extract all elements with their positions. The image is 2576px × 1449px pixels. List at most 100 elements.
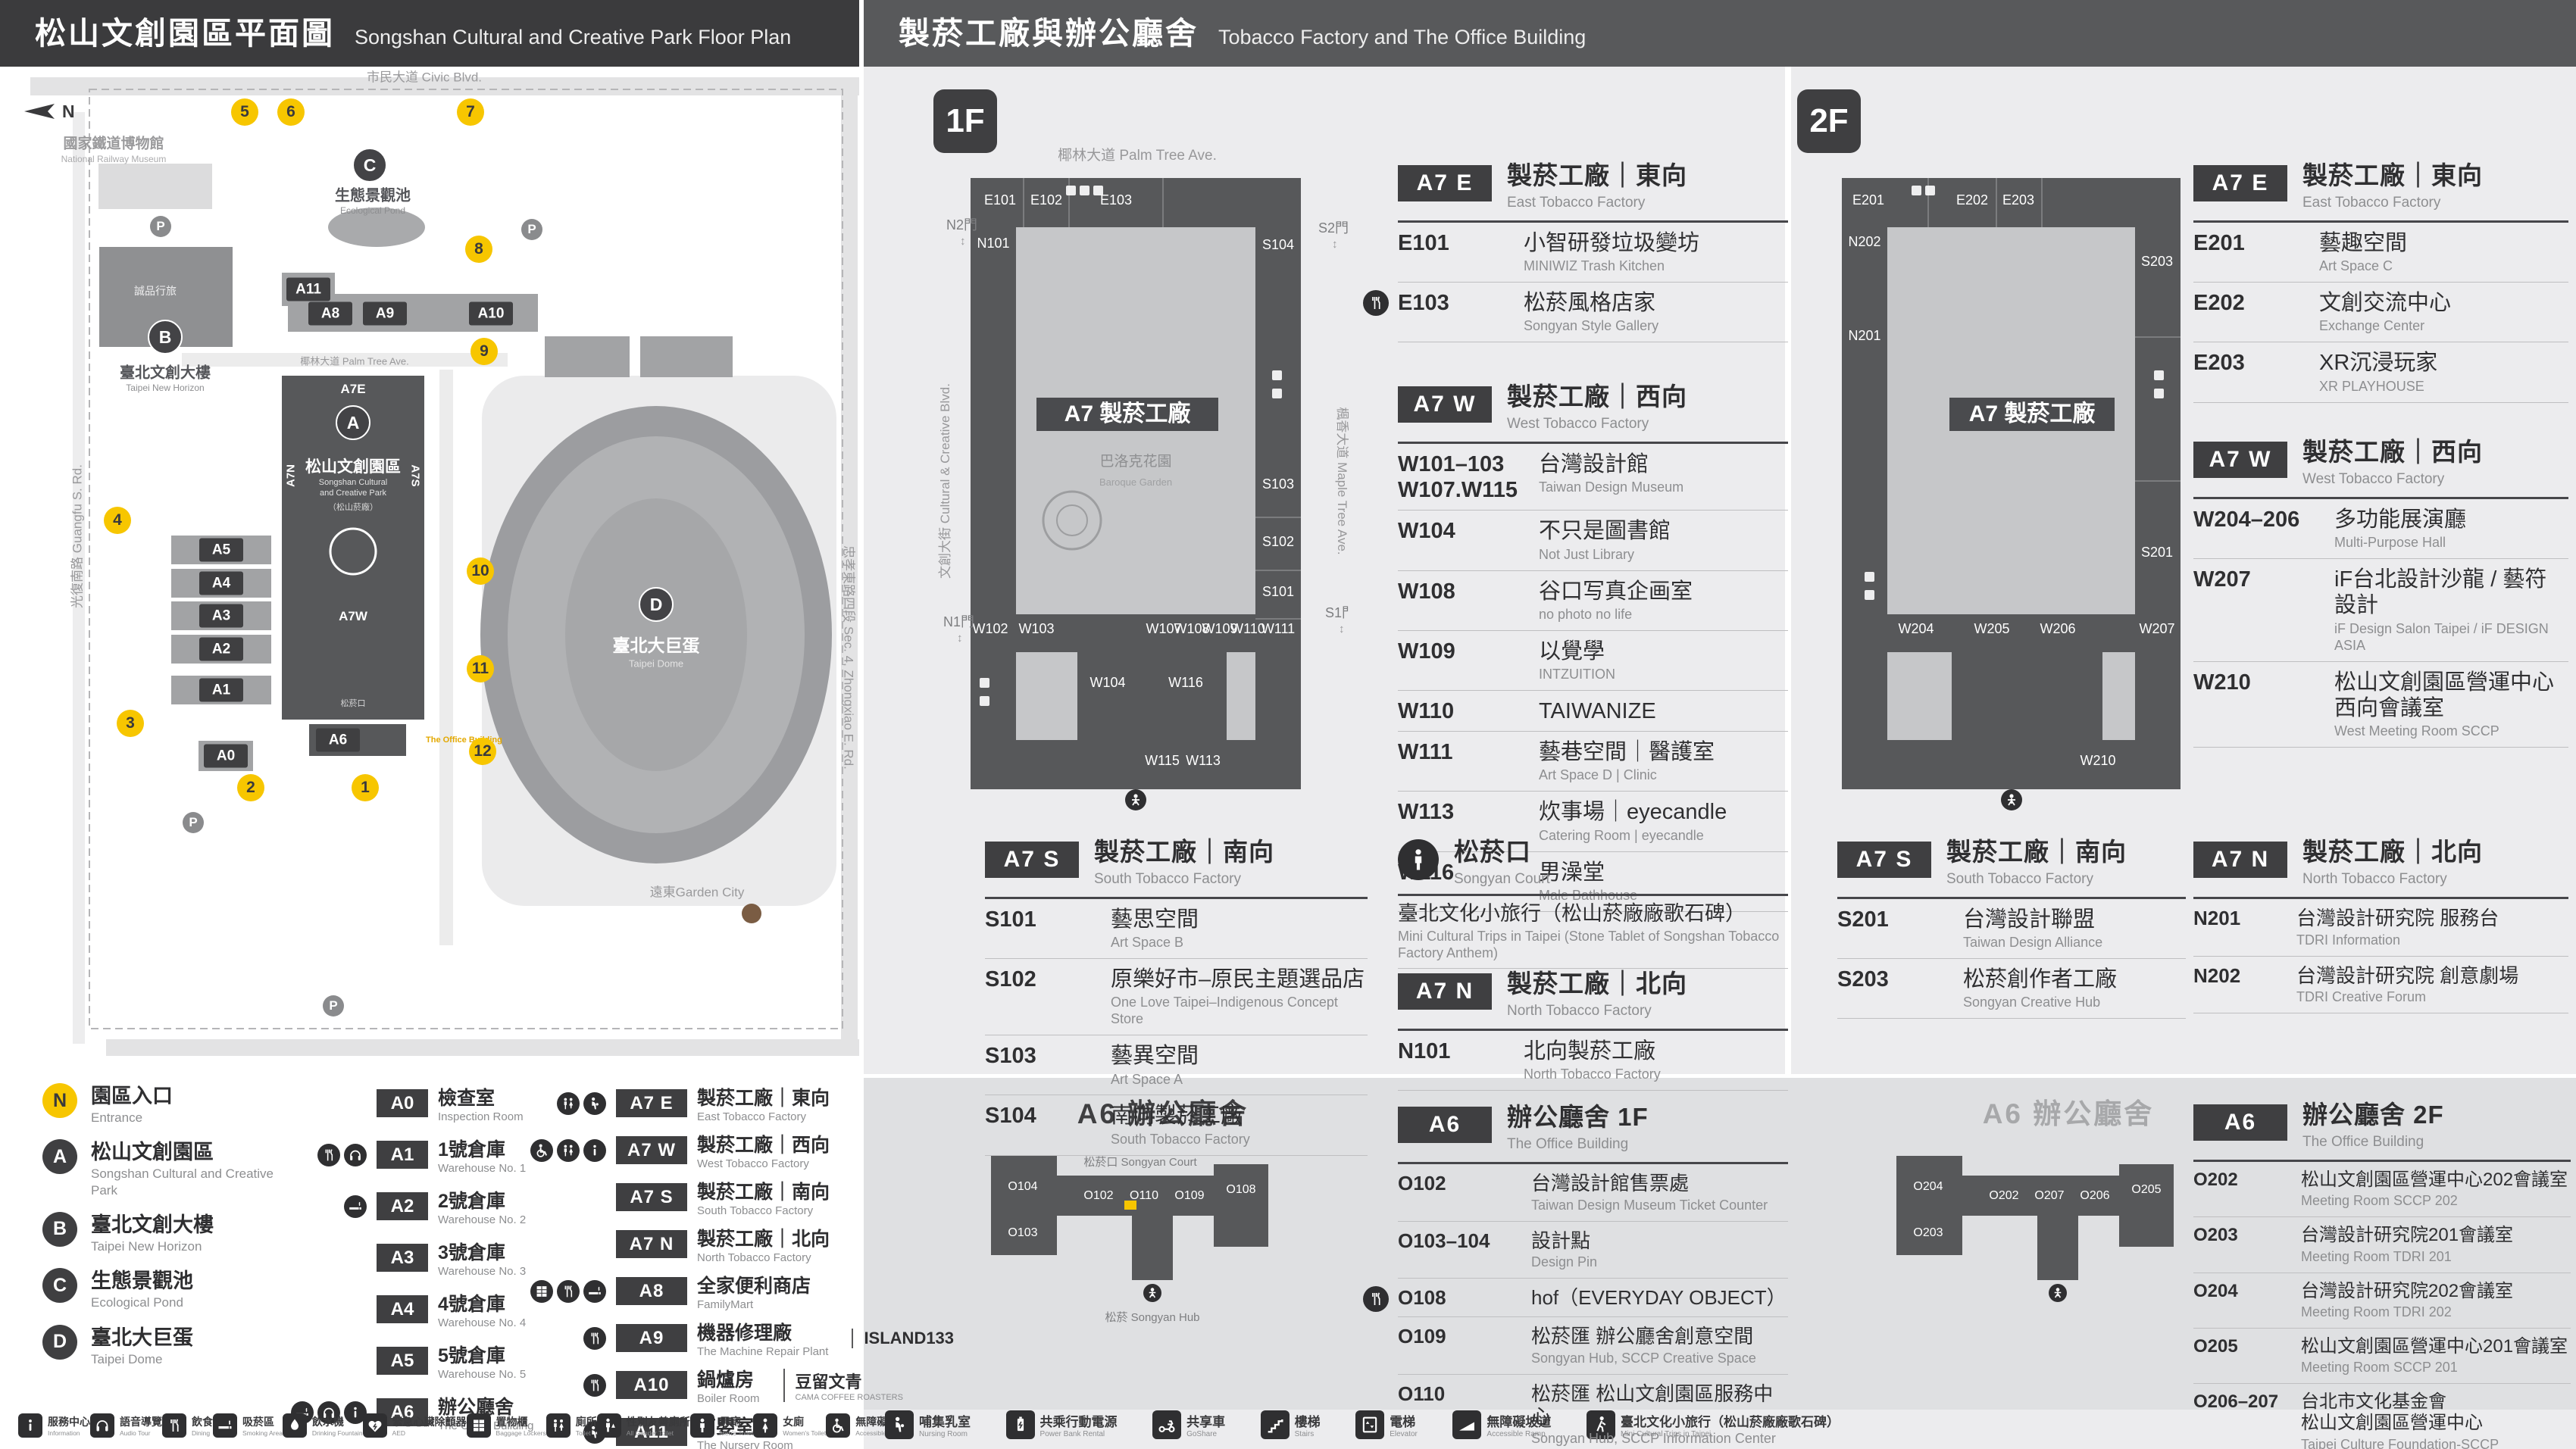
entrance-marker-10: 10 bbox=[467, 557, 494, 585]
room-name-zh: 設計點 bbox=[1531, 1229, 1591, 1252]
svg-text:↕: ↕ bbox=[1332, 238, 1338, 251]
building-chip-a9: A9 bbox=[363, 301, 407, 326]
toilet-icon bbox=[557, 1091, 580, 1115]
room-name-en: iF Design Salon Taipei / iF DESIGN ASIA bbox=[2334, 620, 2549, 653]
map-text: Songshan Cultural bbox=[318, 478, 388, 487]
map-text: （松山菸廠） bbox=[328, 503, 378, 512]
room-label-s103: S103 bbox=[1262, 476, 1294, 492]
audio-icon bbox=[344, 1143, 367, 1166]
room-name-zh: 松菸匯 松山文創園區服務中心 bbox=[1531, 1382, 1774, 1429]
room-code: S102 bbox=[985, 967, 1036, 992]
svg-text:N: N bbox=[62, 101, 75, 121]
room-label-e102: E102 bbox=[1030, 192, 1062, 208]
room-code: E201 bbox=[2193, 231, 2245, 255]
room-code: W104 bbox=[1398, 519, 1455, 544]
room-label-o108: O108 bbox=[1226, 1183, 1255, 1196]
room-name-en: Art Space B bbox=[1111, 935, 1184, 951]
svg-text:↕: ↕ bbox=[960, 235, 966, 248]
stairs-icon bbox=[1260, 1410, 1290, 1439]
room-name-en: South Tobacco Factory bbox=[1111, 1131, 1250, 1147]
room-label-e201: E201 bbox=[1852, 192, 1884, 208]
room-label-w113: W113 bbox=[1186, 753, 1221, 768]
list-header: A7 E 製菸工廠｜東向 East Tobacco Factory bbox=[1398, 155, 1788, 223]
room-name-zh: 藝巷空間｜醫護室 bbox=[1539, 740, 1715, 765]
building-badge: A1 bbox=[377, 1141, 428, 1169]
info-icon bbox=[18, 1413, 42, 1438]
water-icon bbox=[282, 1413, 307, 1438]
room-code: O102 bbox=[1398, 1172, 1446, 1194]
section-title-en: North Tobacco Factory bbox=[2302, 871, 2447, 887]
svg-text:↕: ↕ bbox=[1339, 623, 1345, 635]
building-chip-a1: A1 bbox=[199, 678, 243, 702]
room-name-zh: 不只是圖書館 bbox=[1539, 519, 1671, 544]
svg-text:楓香大道 Maple Tree Ave.: 楓香大道 Maple Tree Ave. bbox=[1335, 407, 1349, 554]
room-label-w115: W115 bbox=[1145, 753, 1180, 768]
section-title-zh: 製菸工廠｜西向 bbox=[1507, 383, 1687, 411]
room-name-en: One Love Taipei–Indigenous Concept Store bbox=[1111, 995, 1338, 1027]
map-text: 生態景觀池 bbox=[335, 187, 411, 205]
svg-text:巴洛克花園: 巴洛克花園 bbox=[1099, 453, 1171, 470]
section-badge: A6 bbox=[1398, 1107, 1492, 1143]
list-header: A7 W 製菸工廠｜西向 West Tobacco Factory bbox=[1398, 376, 1788, 444]
nursing-icon bbox=[583, 1091, 606, 1115]
section-badge: A7 S bbox=[985, 842, 1079, 878]
room-name-zh: iF台北設計沙龍 / 藝符設計 bbox=[2334, 567, 2547, 618]
info-icon bbox=[583, 1138, 606, 1162]
landmark-symbol: B bbox=[42, 1211, 77, 1247]
room-code: E103 bbox=[1398, 291, 1449, 316]
building-badge: A5 bbox=[377, 1347, 428, 1375]
room-name-en: Multi-Purpose Hall bbox=[2334, 535, 2446, 551]
landmark-symbol: A bbox=[42, 1139, 77, 1175]
room-name-zh: 男澡堂 bbox=[1539, 860, 1605, 885]
room-name-zh: 松菸匯 辦公廳舍創意空間 bbox=[1531, 1324, 1754, 1348]
landmark-marker-a: A bbox=[336, 405, 370, 440]
map-text: A7S bbox=[408, 464, 422, 487]
dining-icon bbox=[1363, 1286, 1389, 1313]
map-text: 遠東Garden City bbox=[649, 885, 745, 900]
room-name-zh: 多功能展演廳 bbox=[2334, 507, 2467, 532]
room-name-en: Catering Room | eyecandle bbox=[1539, 827, 1704, 843]
room-name-zh: 藝異空間 bbox=[1111, 1044, 1199, 1069]
svg-text:S2門: S2門 bbox=[1318, 220, 1349, 236]
landmark-symbol: C bbox=[42, 1268, 77, 1304]
room-label-n101: N101 bbox=[977, 236, 1009, 251]
room-code: W207 bbox=[2193, 567, 2251, 592]
entrance-marker-12: 12 bbox=[469, 738, 496, 765]
room-name-zh: 藝思空間 bbox=[1111, 907, 1199, 932]
svg-text:Baroque Garden: Baroque Garden bbox=[1099, 476, 1172, 488]
entrance-marker-6: 6 bbox=[277, 98, 305, 126]
person-icon bbox=[1398, 839, 1439, 880]
building-badge: A11 bbox=[616, 1418, 687, 1446]
building-badge: A0 bbox=[377, 1089, 428, 1117]
room-code: O206–207 bbox=[2193, 1391, 2279, 1413]
entrance-marker-5: 5 bbox=[231, 98, 258, 126]
section-title-zh: 製菸工廠｜北向 bbox=[2302, 838, 2483, 866]
building-badge: A7 W bbox=[616, 1136, 687, 1164]
room-name-zh: 松菸風格店家 bbox=[1524, 291, 1656, 316]
section-title-zh: 製菸工廠｜東向 bbox=[2302, 161, 2483, 189]
room-name-en: Meeting Room SCCP 201 bbox=[2301, 1360, 2458, 1376]
entrance-marker-8: 8 bbox=[465, 236, 492, 263]
entrance-marker-4: 4 bbox=[104, 507, 131, 534]
room-name-zh: 松山文創園區營運中心 西向會議室 bbox=[2334, 670, 2555, 720]
room-label-o207: O207 bbox=[2034, 1189, 2064, 1202]
landmark-marker-d: D bbox=[639, 587, 674, 622]
entrance-marker-2: 2 bbox=[237, 774, 264, 801]
room-name-en: Art Space A bbox=[1111, 1071, 1183, 1087]
